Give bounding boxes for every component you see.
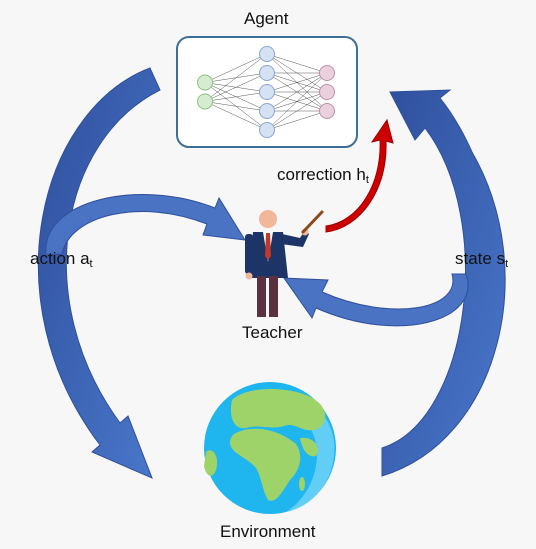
neural-network (197, 46, 335, 138)
teacher-label: Teacher (242, 323, 303, 342)
pointer-stick (301, 210, 324, 234)
nn-connection (266, 72, 328, 93)
nn-connection (266, 72, 328, 131)
nn-connection (204, 72, 268, 102)
nn-node (259, 65, 275, 81)
nn-node (319, 84, 335, 100)
nn-node (319, 103, 335, 119)
nn-connection (204, 101, 268, 112)
nn-node (259, 122, 275, 138)
action-to-teacher-arrow (45, 194, 246, 256)
state-loop-arrow (381, 89, 506, 477)
teacher-left-arm (245, 234, 253, 274)
nn-connection (266, 110, 328, 131)
nn-node (259, 46, 275, 62)
state-label-subscript: t (505, 258, 509, 270)
earth-globe (204, 382, 336, 514)
state-label: state st (455, 249, 509, 270)
environment-label: Environment (220, 522, 316, 541)
nn-connection (266, 72, 328, 112)
state-label-text: state s (455, 249, 506, 268)
teacher-head (259, 210, 277, 228)
nn-connection (204, 91, 268, 102)
nn-node (319, 65, 335, 81)
nn-connection (266, 91, 328, 131)
teacher-left-leg (257, 276, 266, 317)
nn-node (259, 84, 275, 100)
action-loop-arrow (37, 67, 161, 479)
action-label: action at (30, 249, 93, 270)
teacher-figure (245, 210, 324, 317)
action-label-text: action a (30, 249, 90, 268)
teacher-right-leg (269, 276, 278, 317)
correction-label: correction ht (277, 165, 369, 186)
state-to-teacher-arrow (283, 273, 469, 327)
nn-connection (204, 53, 268, 83)
teacher-tie (265, 233, 271, 260)
nn-node (197, 74, 213, 91)
action-label-subscript: t (89, 258, 93, 270)
nn-connection (204, 101, 268, 131)
nn-node (197, 93, 213, 110)
correction-label-subscript: t (365, 174, 369, 186)
correction-label-text: correction h (277, 165, 366, 184)
teacher-right-arm (281, 230, 309, 247)
nn-connection (266, 53, 328, 74)
agent-label: Agent (244, 9, 289, 28)
nn-connection (204, 53, 268, 102)
nn-node (259, 103, 275, 119)
correction-arrow (325, 118, 394, 233)
